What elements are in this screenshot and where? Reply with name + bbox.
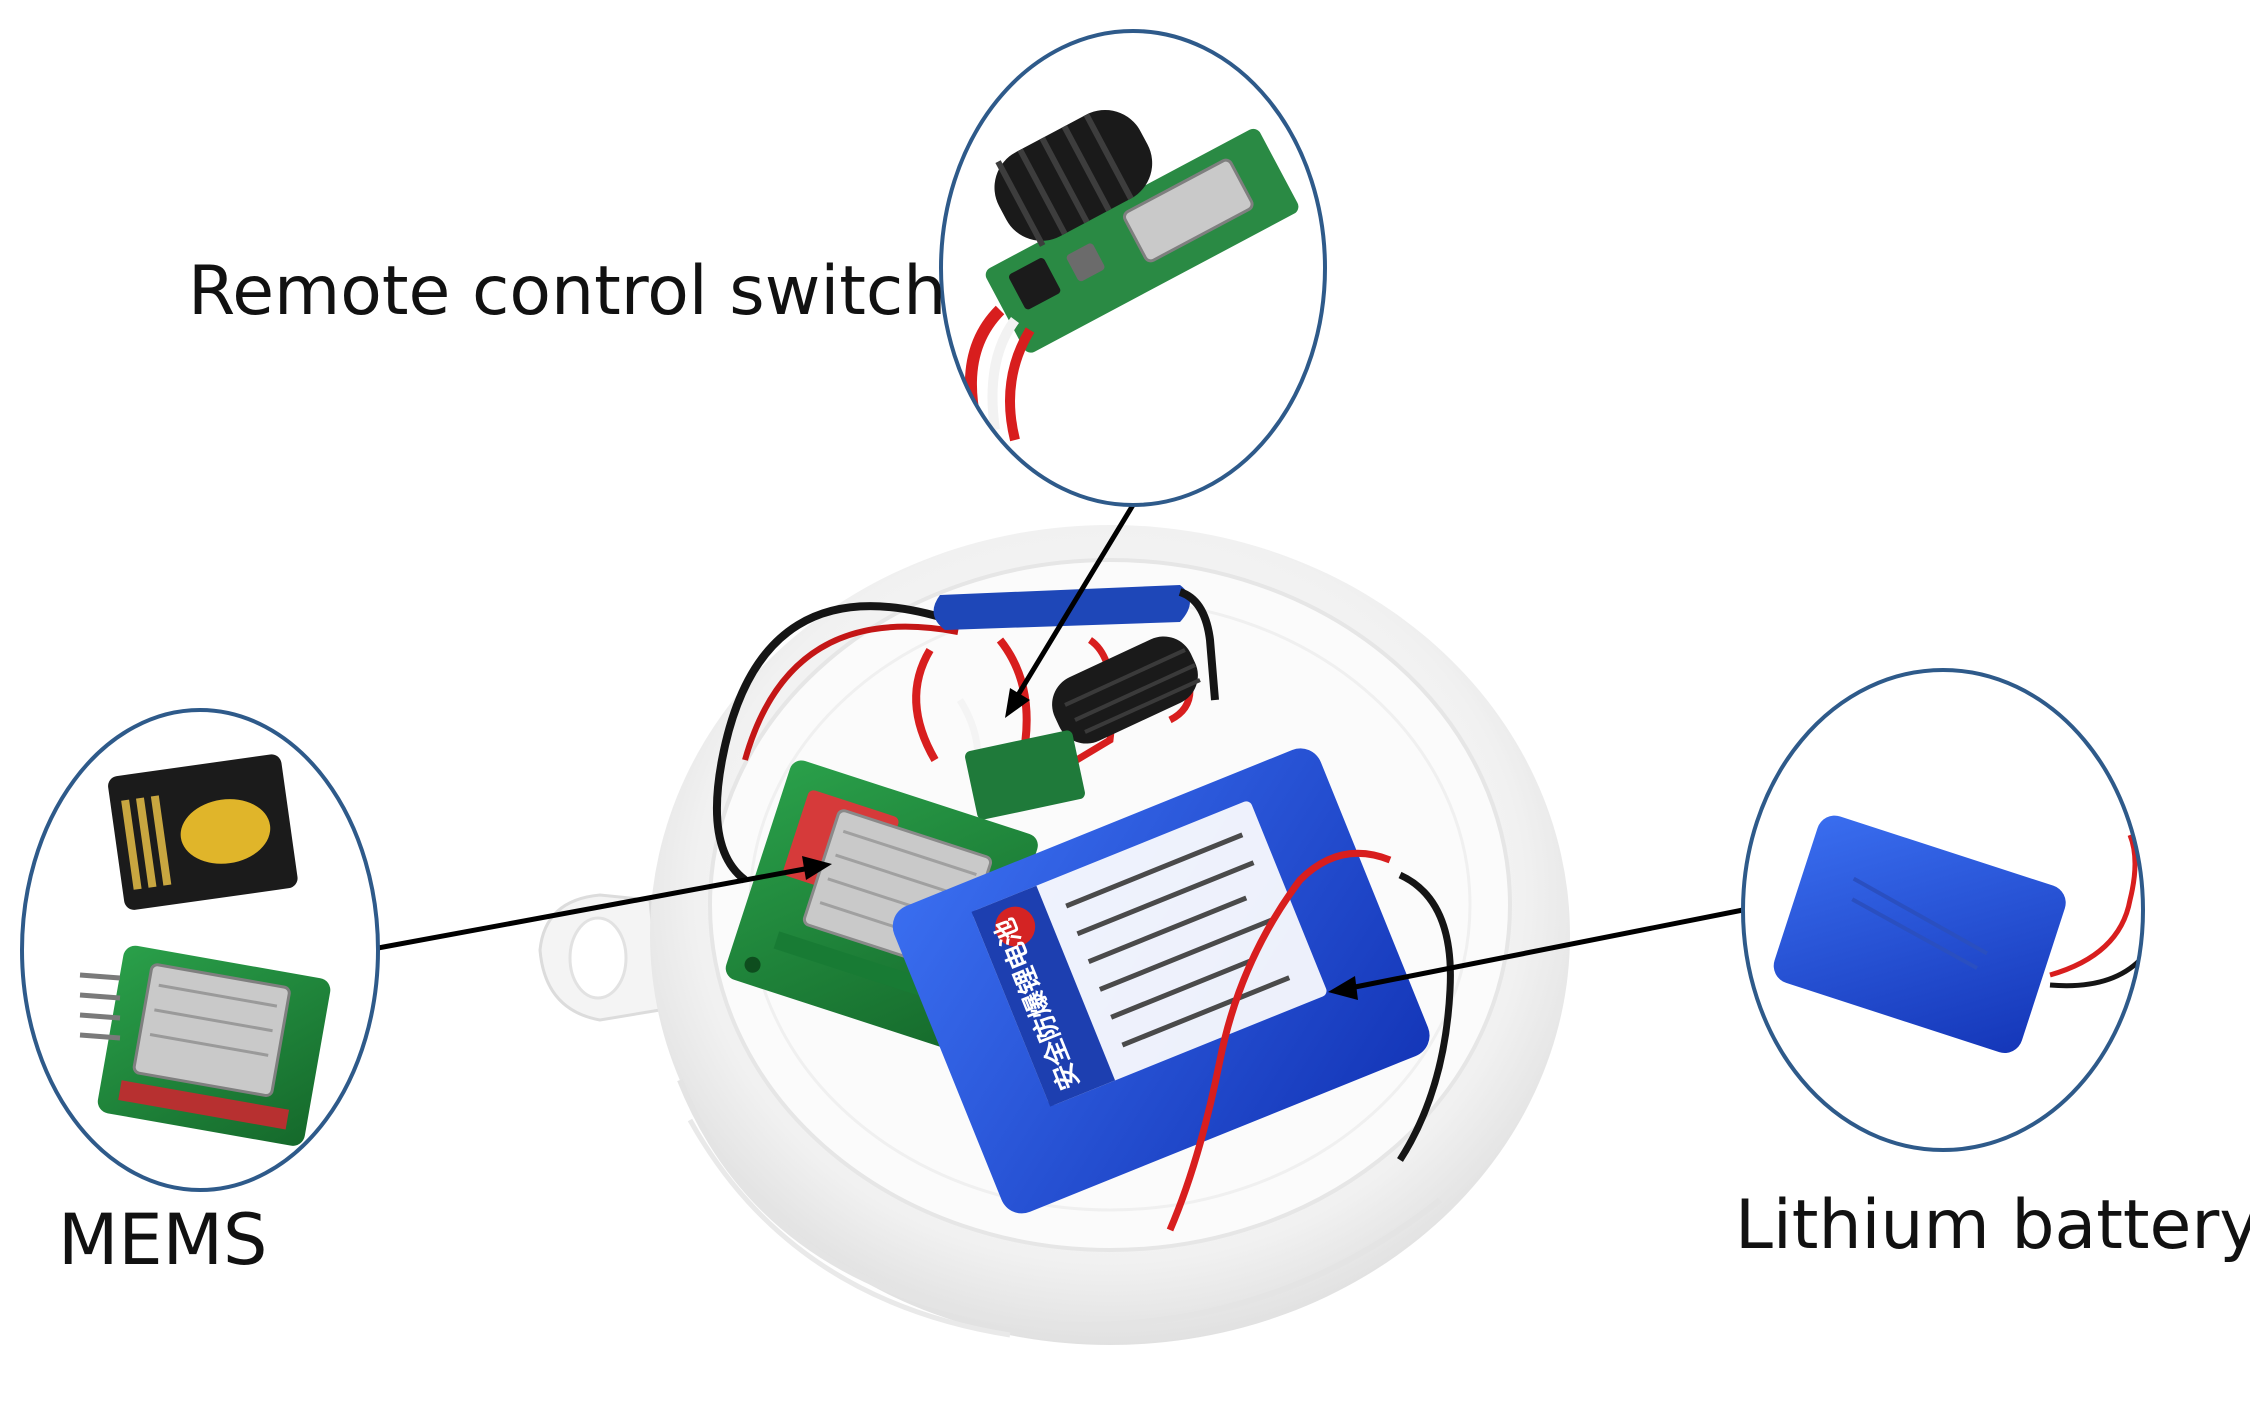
callout-arrow-mems bbox=[377, 856, 832, 951]
label-mems: MEMS bbox=[58, 1199, 268, 1281]
remote-switch-photo bbox=[964, 109, 1299, 442]
battery-inset bbox=[1741, 668, 2145, 1152]
label-lithium-battery: Lithium battery bbox=[1735, 1186, 2250, 1265]
sd-card-photo bbox=[108, 754, 298, 910]
callout-arrow-remote bbox=[1005, 503, 1136, 718]
callout-arrow-battery bbox=[1328, 907, 1744, 1000]
sd-module-photo bbox=[97, 945, 331, 1146]
mems-inset bbox=[20, 708, 380, 1192]
housing-photo: 安全防爆锂电池 bbox=[538, 525, 1570, 1345]
battery-photo bbox=[1773, 815, 2142, 1053]
label-remote-control-switch: Remote control switch bbox=[188, 252, 947, 331]
remote-switch-inset bbox=[939, 29, 1327, 507]
